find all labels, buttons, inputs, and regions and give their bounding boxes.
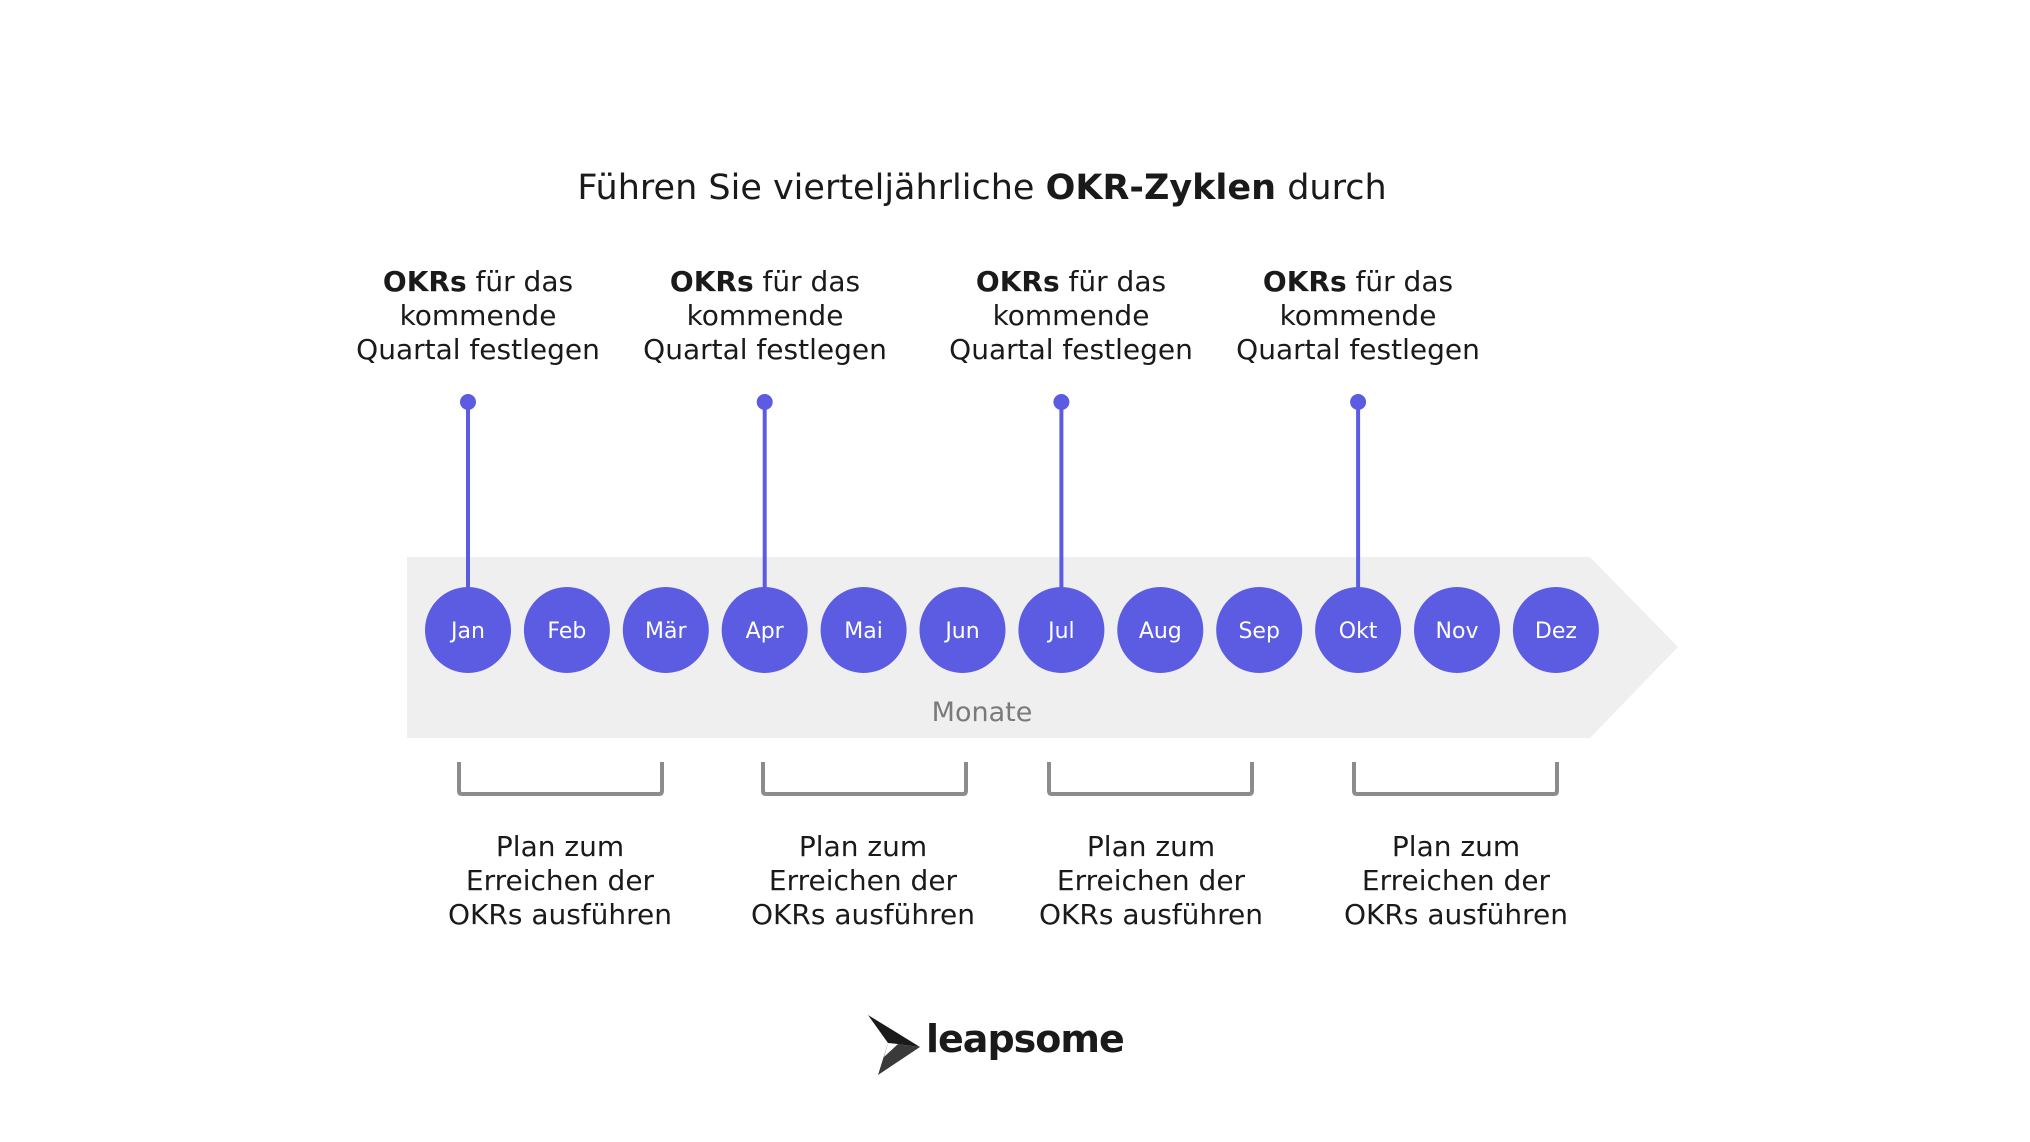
phase-line1: Plan zum (1086, 830, 1216, 863)
month-circle (721, 587, 808, 673)
month-label: Okt (1339, 619, 1378, 644)
month-node-4: Mai (820, 587, 907, 673)
milestone-line1: für das (1059, 265, 1167, 298)
month-circle (523, 587, 610, 673)
milestone-line2: kommende (992, 299, 1150, 332)
month-label: Jan (449, 619, 485, 644)
milestone-line1: für das (1346, 265, 1454, 298)
logo-text: leapsome (926, 1017, 1125, 1061)
title-suffix: durch (1276, 168, 1387, 208)
phase-line2: Erreichen der (1361, 864, 1551, 897)
month-node-2: Mär (622, 587, 709, 673)
title-prefix: Führen Sie vierteljährliche (577, 168, 1046, 208)
month-circle (1216, 587, 1303, 673)
month-circle (1315, 587, 1402, 673)
phase-line2: Erreichen der (768, 864, 958, 897)
title-bold: OKR-Zyklen (1045, 168, 1277, 208)
milestone-line3: Quartal festlegen (643, 333, 887, 366)
milestone-bold: OKRs (1262, 265, 1347, 298)
month-label: Dez (1535, 619, 1577, 644)
phase-bracket (1352, 762, 1559, 796)
month-label: Feb (547, 619, 586, 644)
phase-bracket (457, 762, 664, 796)
month-node-7: Aug (1117, 587, 1204, 673)
month-circle (425, 587, 511, 673)
milestone-bold: OKRs (382, 265, 467, 298)
phase-bracket (761, 762, 968, 796)
month-circle (919, 587, 1006, 673)
milestone-line2: kommende (686, 299, 844, 332)
phase-label-q1: Plan zum Erreichen der OKRs ausführen (400, 830, 720, 932)
month-label: Jun (943, 619, 979, 644)
month-node-0: Jan (425, 587, 511, 673)
milestone-dot (1053, 394, 1070, 410)
milestone-label-jul: OKRs für das kommende Quartal festlegen (911, 265, 1231, 367)
milestone-dot (756, 394, 773, 410)
milestone-line3: Quartal festlegen (949, 333, 1193, 366)
month-label: Aug (1139, 619, 1182, 644)
month-circle (622, 587, 709, 673)
milestone-line3: Quartal festlegen (356, 333, 600, 366)
month-node-1: Feb (523, 587, 610, 673)
milestone-line1: für das (753, 265, 861, 298)
milestone-dot (1350, 394, 1367, 410)
milestone-line3: Quartal festlegen (1236, 333, 1480, 366)
milestone-line1: für das (466, 265, 574, 298)
month-label: Nov (1436, 619, 1479, 644)
month-label: Mai (844, 619, 883, 644)
phase-line3: OKRs ausführen (750, 898, 976, 931)
phase-bracket (1047, 762, 1254, 796)
milestone-bold: OKRs (669, 265, 754, 298)
month-node-11: Dez (1512, 587, 1599, 673)
phase-line1: Plan zum (1391, 830, 1521, 863)
phase-line1: Plan zum (798, 830, 928, 863)
month-node-5: Jun (919, 587, 1006, 673)
month-label: Sep (1238, 619, 1279, 644)
phase-line3: OKRs ausführen (1343, 898, 1569, 931)
phase-label-q2: Plan zum Erreichen der OKRs ausführen (703, 830, 1023, 932)
phase-line3: OKRs ausführen (1038, 898, 1264, 931)
month-circle (1018, 587, 1105, 673)
phase-line1: Plan zum (495, 830, 625, 863)
phase-line2: Erreichen der (465, 864, 655, 897)
bird-icon (868, 1015, 920, 1075)
milestone-label-okt: OKRs für das kommende Quartal festlegen (1198, 265, 1518, 367)
month-label: Mär (645, 619, 687, 644)
milestone-label-jan: OKRs für das kommende Quartal festlegen (318, 265, 638, 367)
month-node-6: Jul (1018, 587, 1105, 673)
diagram-title: Führen Sie vierteljährliche OKR-Zyklen d… (0, 166, 1964, 210)
milestone-line2: kommende (1279, 299, 1437, 332)
month-node-9: Okt (1315, 587, 1402, 673)
month-circle (1512, 587, 1599, 673)
phase-label-q3: Plan zum Erreichen der OKRs ausführen (991, 830, 1311, 932)
month-node-10: Nov (1414, 587, 1500, 673)
axis-label: Monate (931, 697, 1033, 728)
month-circle (1117, 587, 1204, 673)
milestone-label-apr: OKRs für das kommende Quartal festlegen (605, 265, 925, 367)
milestone-line2: kommende (399, 299, 557, 332)
month-node-8: Sep (1216, 587, 1303, 673)
month-label: Apr (746, 619, 785, 644)
milestone-dot (460, 394, 476, 410)
month-circle (820, 587, 907, 673)
month-node-3: Apr (721, 587, 808, 673)
phase-line3: OKRs ausführen (447, 898, 673, 931)
phase-label-q4: Plan zum Erreichen der OKRs ausführen (1296, 830, 1616, 932)
month-circle (1414, 587, 1500, 673)
month-label: Jul (1046, 619, 1075, 644)
milestone-bold: OKRs (975, 265, 1060, 298)
phase-line2: Erreichen der (1056, 864, 1246, 897)
